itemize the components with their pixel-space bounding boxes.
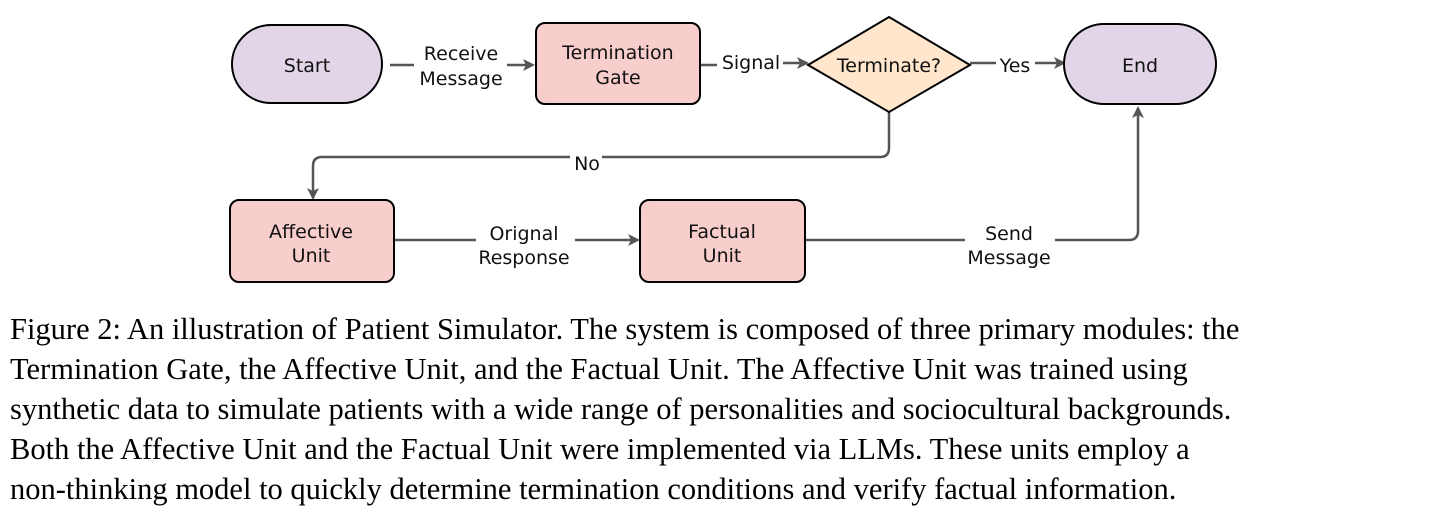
node-factual-unit: Factual Unit: [639, 199, 806, 283]
caption-line: non-thinking model to quickly determine …: [10, 472, 1177, 506]
node-factual-unit-label-line1: Factual: [688, 221, 756, 243]
edge-no: [313, 110, 891, 198]
node-termination-gate: Termination Gate: [535, 22, 701, 105]
node-start: Start: [231, 24, 383, 104]
edge-label-no: No: [574, 153, 600, 175]
node-start-label: Start: [284, 55, 330, 77]
node-affective-unit-label-line1: Affective: [269, 221, 353, 243]
edge-label-send-message-line2: Message: [967, 247, 1050, 269]
node-end: End: [1063, 23, 1217, 105]
flowchart: Start Termination Gate Terminate? End Af…: [229, 15, 1217, 283]
edge-signal: [700, 57, 809, 69]
caption-line: synthetic data to simulate patients with…: [10, 392, 1232, 426]
node-termination-gate-label-line1: Termination: [561, 42, 673, 64]
node-terminate-decision-label: Terminate?: [836, 55, 941, 77]
caption-line: Figure 2: An illustration of Patient Sim…: [10, 312, 1240, 346]
edge-label-receive-message-line1: Receive: [424, 43, 498, 65]
edge-label-send-message-line1: Send: [985, 223, 1033, 245]
node-affective-unit: Affective Unit: [229, 199, 395, 283]
edge-label-signal: Signal: [722, 52, 780, 74]
edge-label-receive-message-line2: Message: [419, 68, 502, 90]
node-affective-unit-label-line2: Unit: [292, 245, 331, 267]
edge-label-original-response-line1: Orignal: [489, 223, 558, 245]
figure-caption: Figure 2: An illustration of Patient Sim…: [10, 309, 1440, 509]
node-termination-gate-label-line2: Gate: [595, 67, 641, 89]
edge-label-original-response-line2: Response: [478, 247, 569, 269]
edge-label-yes: Yes: [999, 55, 1031, 77]
node-terminate-decision: Terminate?: [806, 15, 972, 114]
edge-send-message: [806, 108, 1138, 242]
caption-line: Both the Affective Unit and the Factual …: [10, 432, 1190, 466]
node-factual-unit-label-line2: Unit: [703, 245, 742, 267]
node-end-label: End: [1122, 55, 1158, 77]
caption-line: Termination Gate, the Affective Unit, an…: [10, 352, 1188, 386]
